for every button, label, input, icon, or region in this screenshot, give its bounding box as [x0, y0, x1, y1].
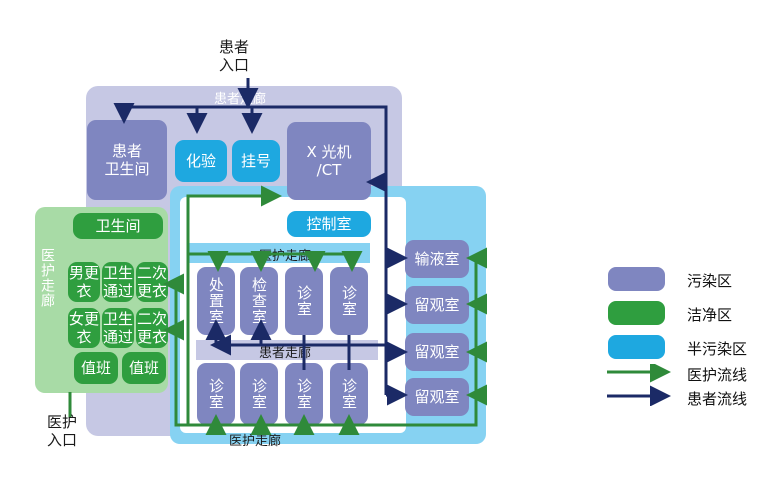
female-second-change-room: 二次 更衣 — [136, 308, 168, 348]
xray-ct-room: X 光机 /CT — [287, 122, 371, 200]
patient-flow-lines — [113, 78, 408, 406]
registration-room: 挂号 — [232, 140, 280, 182]
legend-swatch-semi-contaminated — [608, 335, 665, 359]
observation-room-2: 留观室 — [405, 333, 469, 371]
male-change-room: 男更 衣 — [68, 262, 100, 302]
medical-up-line — [186, 185, 282, 425]
observation-room-3: 留观室 — [405, 378, 469, 416]
female-sanitize-room: 卫生 通过 — [102, 308, 134, 348]
control-room: 控制室 — [287, 211, 371, 237]
female-change-room: 女更 衣 — [68, 308, 100, 348]
legend-flow-arrows — [607, 364, 671, 406]
legend-swatch-contaminated — [608, 267, 665, 291]
duty-room-2: 值班 — [122, 352, 166, 384]
male-second-change-room: 二次 更衣 — [136, 262, 168, 302]
consult-room-top-1: 诊室 — [285, 267, 323, 335]
legend-label-contaminated: 污染区 — [687, 272, 733, 290]
medical-side-line — [174, 256, 478, 427]
medical-corridor-bottom: 医护走廊 — [228, 434, 281, 449]
legend-label-clean: 洁净区 — [687, 306, 733, 324]
consult-room-top-2: 诊室 — [330, 267, 368, 335]
observation-room-1: 留观室 — [405, 286, 469, 324]
infusion-room: 输液室 — [405, 240, 469, 278]
staff-toilet: 卫生间 — [73, 213, 163, 239]
medical-corridor-side: 医护走廊 — [39, 248, 55, 308]
male-sanitize-room: 卫生 通过 — [102, 262, 134, 302]
patient-corridor-mid: 患者走廊 — [258, 346, 311, 361]
duty-room-1: 值班 — [74, 352, 118, 384]
legend-label-medical-flow: 医护流线 — [687, 366, 748, 384]
legend-label-patient-flow: 患者流线 — [687, 390, 748, 408]
medical-entrance-label: 医护 入口 — [46, 413, 77, 449]
patient-top-corridor-line — [124, 105, 388, 395]
patient-entrance-label: 患者 入口 — [218, 38, 249, 74]
patient-toilet: 患者 卫生间 — [87, 120, 167, 200]
medical-flow-lines — [68, 185, 487, 435]
lab-test-room: 化验 — [175, 140, 227, 182]
legend-label-semi-contaminated: 半污染区 — [687, 340, 748, 358]
legend-swatch-clean — [608, 301, 665, 325]
